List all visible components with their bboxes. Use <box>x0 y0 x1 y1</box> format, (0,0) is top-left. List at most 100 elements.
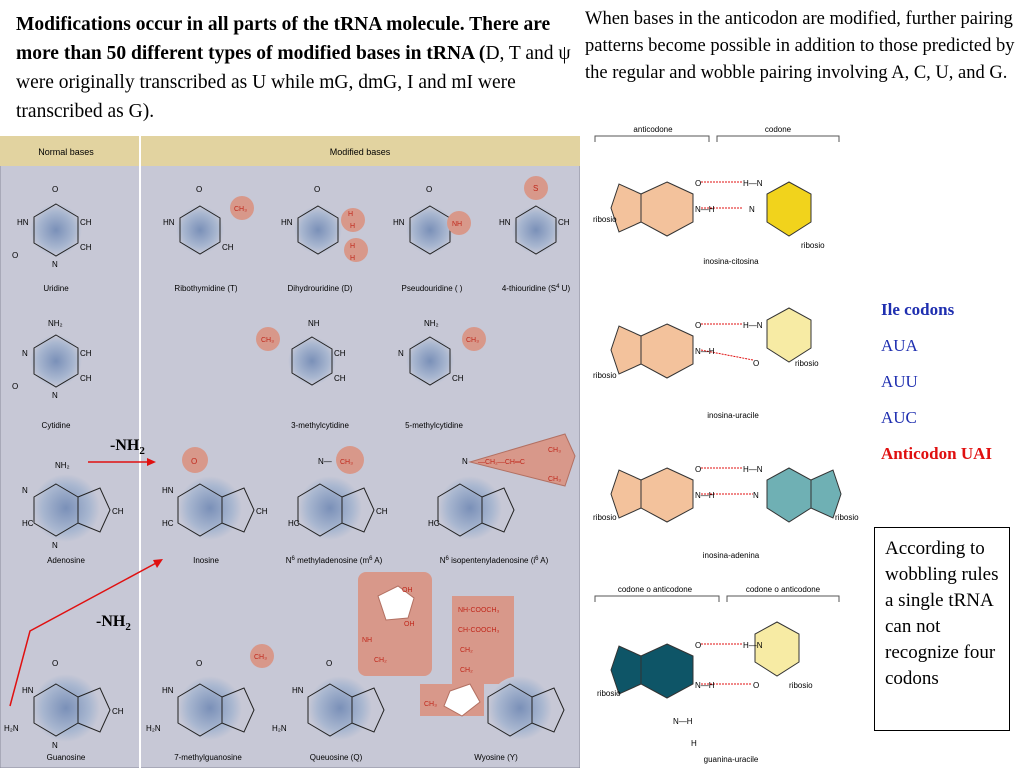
svg-text:CH: CH <box>112 507 124 516</box>
svg-text:ribosio: ribosio <box>593 513 617 522</box>
svg-text:N—H: N—H <box>695 681 715 690</box>
svg-text:HN: HN <box>17 218 29 227</box>
svg-text:O: O <box>326 659 332 668</box>
svg-text:CH₃: CH₃ <box>548 447 561 454</box>
svg-text:ribosio: ribosio <box>597 689 621 698</box>
arrow-head-2 <box>153 559 163 568</box>
svg-text:CH₃: CH₃ <box>548 476 561 483</box>
svg-text:ribosio: ribosio <box>789 681 813 690</box>
svg-text:N: N <box>398 349 404 358</box>
ile-codons-list: Ile codons AUA AUU AUC Anticodon UAI <box>881 292 992 472</box>
label-uridine: Uridine <box>43 284 69 293</box>
label-5-methylcytidine: 5-methylcytidine <box>405 421 463 430</box>
svg-text:NH: NH <box>308 319 320 328</box>
svg-text:N—H: N—H <box>673 717 693 726</box>
header-modified-bases: Modified bases <box>330 147 391 157</box>
svg-text:N—H: N—H <box>695 205 715 214</box>
svg-text:CH₃: CH₃ <box>466 337 479 344</box>
label-ribothymidine: Ribothymidine (T) <box>174 284 237 293</box>
intro-regular: D, T and ψ were originally transcribed a… <box>16 43 571 122</box>
wyosine-structure: NH-COOCH₃ CH-COOCH₃ CH₂ CH₂ CH₃ <box>420 596 565 740</box>
svg-text:HN: HN <box>162 686 174 695</box>
anticodon-description: When bases in the anticodon are modified… <box>585 9 1015 83</box>
label-methyladenosine: N6 methyladenosine (m6 A) <box>286 556 383 565</box>
svg-text:HC: HC <box>428 519 440 528</box>
svg-text:ribosio: ribosio <box>835 513 859 522</box>
nh2-label-2: -NH2 <box>96 613 131 633</box>
svg-text:ribosio: ribosio <box>795 359 819 368</box>
svg-text:N: N <box>22 349 28 358</box>
svg-text:H₂N: H₂N <box>4 724 19 733</box>
svg-text:N: N <box>52 391 58 400</box>
svg-text:CH: CH <box>558 218 570 227</box>
svg-text:H₂N: H₂N <box>146 724 161 733</box>
codon-auu: AUU <box>881 372 918 391</box>
svg-text:O: O <box>196 659 202 668</box>
label-cytidine: Cytidine <box>42 421 71 430</box>
arrow-head-1 <box>147 458 156 466</box>
label-inosina-adenina: inosina-adenina <box>703 551 760 560</box>
svg-text:NH₂: NH₂ <box>424 319 439 328</box>
label-queuosine: Queuosine (Q) <box>310 753 363 762</box>
svg-text:S: S <box>533 184 538 193</box>
svg-text:CH: CH <box>376 507 388 516</box>
svg-text:CH₂: CH₂ <box>460 667 473 674</box>
svg-text:N: N <box>22 486 28 495</box>
svg-text:CH: CH <box>334 349 346 358</box>
label-pseudouridine: Pseudouridine ( ) <box>402 284 463 293</box>
svg-text:N—H: N—H <box>695 347 715 356</box>
svg-text:H: H <box>691 739 697 748</box>
label-3-methylcytidine: 3-methylcytidine <box>291 421 349 430</box>
svg-text:CH₃: CH₃ <box>424 701 437 708</box>
svg-text:O: O <box>695 321 701 330</box>
svg-text:CH: CH <box>452 374 464 383</box>
svg-text:CH: CH <box>80 243 92 252</box>
anticodon-uai: Anticodon UAI <box>881 444 992 463</box>
header-anticodone: anticodone <box>633 125 673 134</box>
svg-text:CH: CH <box>334 374 346 383</box>
svg-text:O: O <box>426 185 432 194</box>
arrow-guanosine-to-inosine <box>9 561 159 707</box>
pseudouridine-structure: NH OHN <box>393 185 471 255</box>
header-codone: codone <box>765 125 792 134</box>
svg-text:CH₂: CH₂ <box>460 647 473 654</box>
methylcytidine-3-structure: CH₃ NH CH CH <box>256 319 346 386</box>
svg-text:H—N: H—N <box>743 641 763 650</box>
svg-text:HN: HN <box>499 218 511 227</box>
label-isopentenyladenosine: N6 isopentenyladenosine (i6 A) <box>440 556 549 565</box>
svg-text:HN: HN <box>281 218 293 227</box>
label-inosine: Inosine <box>193 556 219 565</box>
intro-bold: Modifications occur in all parts of the … <box>16 14 551 64</box>
svg-text:—CH₂—CH═C: —CH₂—CH═C <box>478 459 525 466</box>
codon-aua: AUA <box>881 336 918 355</box>
svg-text:ribosio: ribosio <box>801 241 825 250</box>
svg-text:O: O <box>191 457 197 466</box>
svg-text:NH₂: NH₂ <box>48 319 63 328</box>
svg-text:ribosio: ribosio <box>593 215 617 224</box>
svg-text:CH₃: CH₃ <box>261 337 274 344</box>
svg-text:O: O <box>695 179 701 188</box>
methylguanosine-structure: CH₃ O HN H₂N <box>146 644 274 740</box>
svg-text:CH: CH <box>112 707 124 716</box>
svg-text:O: O <box>196 185 202 194</box>
intro-paragraph: Modifications occur in all parts of the … <box>16 10 576 126</box>
svg-text:CH: CH <box>80 374 92 383</box>
label-guanina-uracile: guanina-uracile <box>704 755 759 764</box>
svg-text:HN: HN <box>22 686 34 695</box>
svg-text:CH₃: CH₃ <box>254 654 267 661</box>
svg-text:CH₃: CH₃ <box>234 206 247 213</box>
svg-text:N: N <box>52 741 58 750</box>
svg-text:CH: CH <box>80 218 92 227</box>
svg-text:CH₃: CH₃ <box>340 459 353 466</box>
